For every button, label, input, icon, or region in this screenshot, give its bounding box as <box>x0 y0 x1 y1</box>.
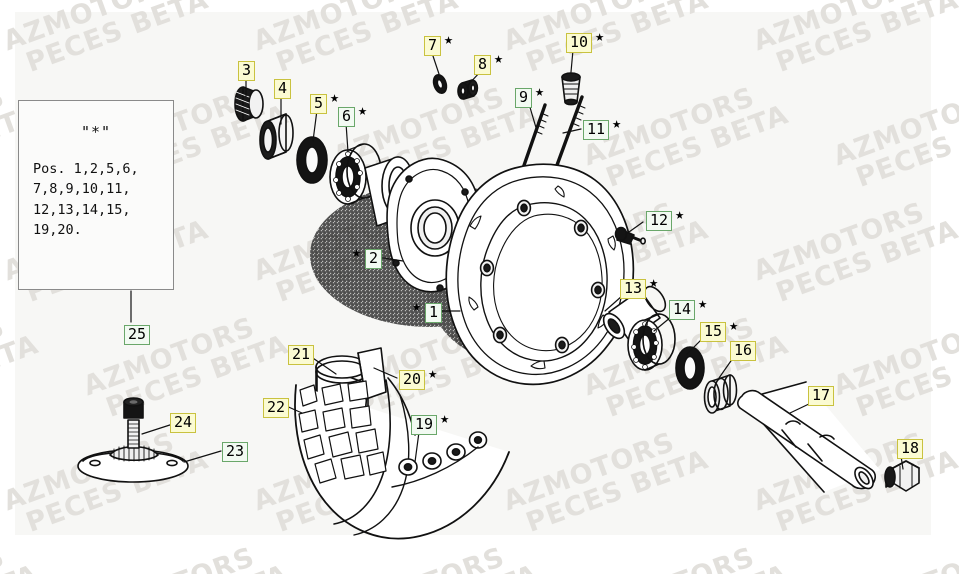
part-8-bushing <box>457 79 479 100</box>
asterisk-icon: ★ <box>358 101 368 119</box>
asterisk-icon: ★ <box>729 316 739 334</box>
callout-label-14[interactable]: 14★ <box>669 296 707 320</box>
asterisk-icon: ★ <box>494 49 504 67</box>
callout-number: 21 <box>288 345 315 365</box>
callout-number: 5 <box>310 94 328 114</box>
asterisk-icon: ★ <box>649 273 659 291</box>
callout-label-9[interactable]: 9★ <box>515 84 544 108</box>
callout-label-20[interactable]: 20★ <box>399 366 437 390</box>
part-6-ball-bearing <box>329 143 382 205</box>
part-23-valve-base <box>77 444 189 483</box>
part-22-tire <box>294 377 510 540</box>
callout-number: 18 <box>897 439 924 459</box>
callout-label-17[interactable]: 17 <box>808 386 835 406</box>
callout-label-18[interactable]: 18 <box>897 439 924 459</box>
asterisk-icon: ★ <box>535 82 545 100</box>
part-3-knurled-cap <box>234 86 264 122</box>
asterisk-icon: ★ <box>412 297 422 315</box>
callout-number: 13 <box>620 279 647 299</box>
callout-label-16[interactable]: 16 <box>730 341 757 361</box>
callout-number: 12 <box>646 211 673 231</box>
callout-number: 8 <box>474 55 492 75</box>
callout-label-7[interactable]: 7★ <box>424 32 453 56</box>
callout-number: 11 <box>583 120 610 140</box>
callout-number: 1 <box>425 303 443 323</box>
part-14-ball-bearing <box>627 313 676 371</box>
callout-number: 23 <box>222 442 249 462</box>
asterisk-icon: ★ <box>612 114 622 132</box>
part-16-collar <box>703 374 738 414</box>
callout-number: 25 <box>124 325 151 345</box>
callout-label-1[interactable]: ★1 <box>412 299 443 323</box>
callout-label-12[interactable]: 12★ <box>646 207 684 231</box>
legend-symbol: "*" <box>80 123 112 141</box>
part-4-spacer <box>259 113 294 160</box>
callout-number: 6 <box>338 107 356 127</box>
part-15-seal-ring <box>675 346 705 390</box>
asterisk-icon: ★ <box>440 409 450 427</box>
asterisk-icon: ★ <box>428 364 438 382</box>
callout-label-4[interactable]: 4 <box>274 79 292 99</box>
callout-label-5[interactable]: 5★ <box>310 90 339 114</box>
asterisk-icon: ★ <box>698 294 708 312</box>
legend-box: "*" Pos. 1,2,5,6, 7,8,9,10,11, 12,13,14,… <box>18 100 174 290</box>
callout-number: 3 <box>238 61 256 81</box>
callout-label-6[interactable]: 6★ <box>338 103 367 127</box>
part-7-o-ring <box>432 73 448 95</box>
part-17-axle <box>737 381 880 493</box>
callout-label-15[interactable]: 15★ <box>700 318 738 342</box>
callout-number: 15 <box>700 322 727 342</box>
asterisk-icon: ★ <box>595 27 605 45</box>
asterisk-icon: ★ <box>352 243 362 261</box>
callout-number: 4 <box>274 79 292 99</box>
callout-label-23[interactable]: 23 <box>222 442 249 462</box>
callout-number: 10 <box>566 33 593 53</box>
callout-number: 16 <box>730 341 757 361</box>
callout-label-10[interactable]: 10★ <box>566 29 604 53</box>
asterisk-icon: ★ <box>330 88 340 106</box>
callout-label-22[interactable]: 22 <box>263 398 290 418</box>
part-5-seal-ring <box>296 136 328 184</box>
callout-label-8[interactable]: 8★ <box>474 51 503 75</box>
callout-label-21[interactable]: 21 <box>288 345 315 365</box>
callout-label-13[interactable]: 13★ <box>620 275 658 299</box>
asterisk-icon: ★ <box>675 205 685 223</box>
callout-label-24[interactable]: 24 <box>170 413 197 433</box>
callout-number: 19 <box>411 415 438 435</box>
callout-number: 24 <box>170 413 197 433</box>
part-10-threaded-sleeve <box>561 72 581 106</box>
legend-text: Pos. 1,2,5,6, 7,8,9,10,11, 12,13,14,15, … <box>33 161 139 238</box>
callout-number: 7 <box>424 36 442 56</box>
callout-number: 17 <box>808 386 835 406</box>
callout-number: 2 <box>365 249 383 269</box>
part-18-axle-nut <box>884 460 920 492</box>
callout-label-3[interactable]: 3 <box>238 61 256 81</box>
asterisk-icon: ★ <box>444 30 454 48</box>
callout-label-19[interactable]: 19★ <box>411 411 449 435</box>
part-24-valve-cap <box>123 397 144 449</box>
callout-label-25[interactable]: 25 <box>124 325 151 345</box>
part-12-disc-bolt <box>614 226 646 245</box>
part-19-spoke-nipples <box>398 431 488 476</box>
callout-label-11[interactable]: 11★ <box>583 116 621 140</box>
callout-number: 14 <box>669 300 696 320</box>
callout-number: 20 <box>399 370 426 390</box>
callout-number: 9 <box>515 88 533 108</box>
part-1-brake-disc <box>445 163 635 386</box>
callout-label-2[interactable]: ★2 <box>352 245 383 269</box>
callout-number: 22 <box>263 398 290 418</box>
